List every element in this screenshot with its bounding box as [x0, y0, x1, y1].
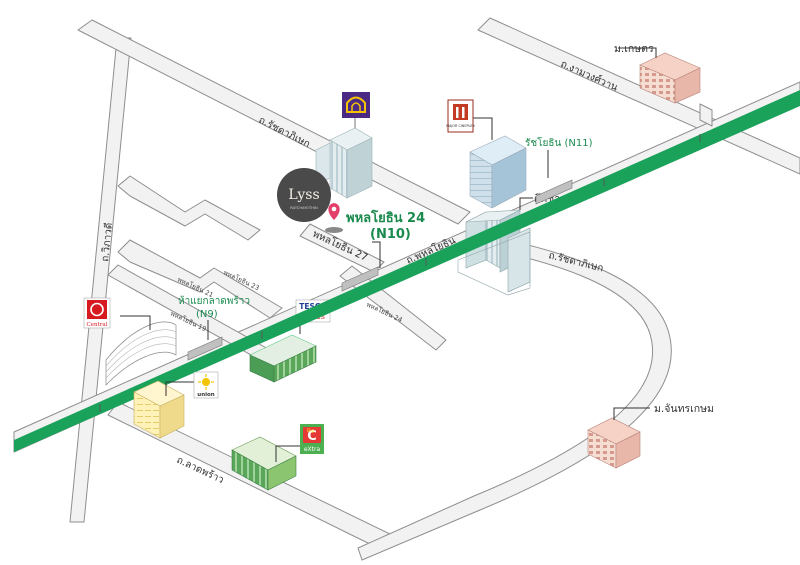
major-cineplex-building	[469, 117, 527, 209]
lyss-logo: Lyss RATCHAYOTHIN	[277, 168, 331, 222]
svg-text:TESCO: TESCO	[299, 302, 327, 311]
svg-text:C: C	[307, 429, 317, 444]
road-soi-zigzag	[117, 239, 283, 319]
station-n10-code: (N10)	[370, 227, 411, 242]
bts-line	[14, 90, 800, 452]
station-n9-code: (N9)	[196, 309, 218, 320]
chandrakasem-building	[587, 407, 650, 469]
central-building	[105, 315, 177, 386]
svg-text:union: union	[197, 392, 214, 398]
station-n10-leader	[372, 241, 381, 268]
bigc-building	[231, 436, 300, 491]
scb-logo	[342, 92, 370, 118]
kasetsart-building	[618, 47, 701, 104]
tesco-lotus-building	[249, 316, 317, 383]
union-mall-logo: union	[193, 371, 219, 399]
svg-text:eXtra: eXtra	[304, 446, 321, 453]
road-soi-27	[299, 223, 385, 273]
central-logo: Central	[83, 297, 111, 329]
station-n11	[535, 179, 573, 205]
scb-building	[315, 118, 373, 199]
road-ratchadaphisek-ring	[357, 231, 672, 561]
svg-text:Big: Big	[307, 428, 314, 434]
station-n10	[341, 266, 379, 292]
station-n10-name: พหลโยธิน 24	[346, 209, 425, 226]
label-chandrakasem: ม.จันทรเกษม	[654, 403, 714, 415]
station-n9-name: ห้าแยกลาดพร้าว	[178, 295, 250, 307]
location-pin-icon	[325, 203, 343, 233]
major-cineplex-logo: MAJOR CINEPLEX	[446, 99, 476, 133]
svg-text:Lyss: Lyss	[288, 187, 319, 203]
station-n9	[187, 336, 223, 361]
bigc-logo: C Big eXtra	[300, 424, 324, 454]
label-kasetsart: ม.เกษตร	[614, 43, 654, 55]
svg-text:MAJOR CINEPLEX: MAJOR CINEPLEX	[446, 124, 475, 128]
road-soi-21-23	[117, 175, 261, 241]
svg-text:RATCHAYOTHIN: RATCHAYOTHIN	[290, 206, 318, 210]
label-vibhavadi: ถ.วิภาวดี	[99, 222, 115, 262]
union-mall-building	[133, 380, 194, 439]
station-n11-label: รัชโยธิน (N11)	[525, 136, 593, 149]
svg-text:Central: Central	[87, 322, 108, 328]
road-soi-right	[699, 103, 713, 127]
